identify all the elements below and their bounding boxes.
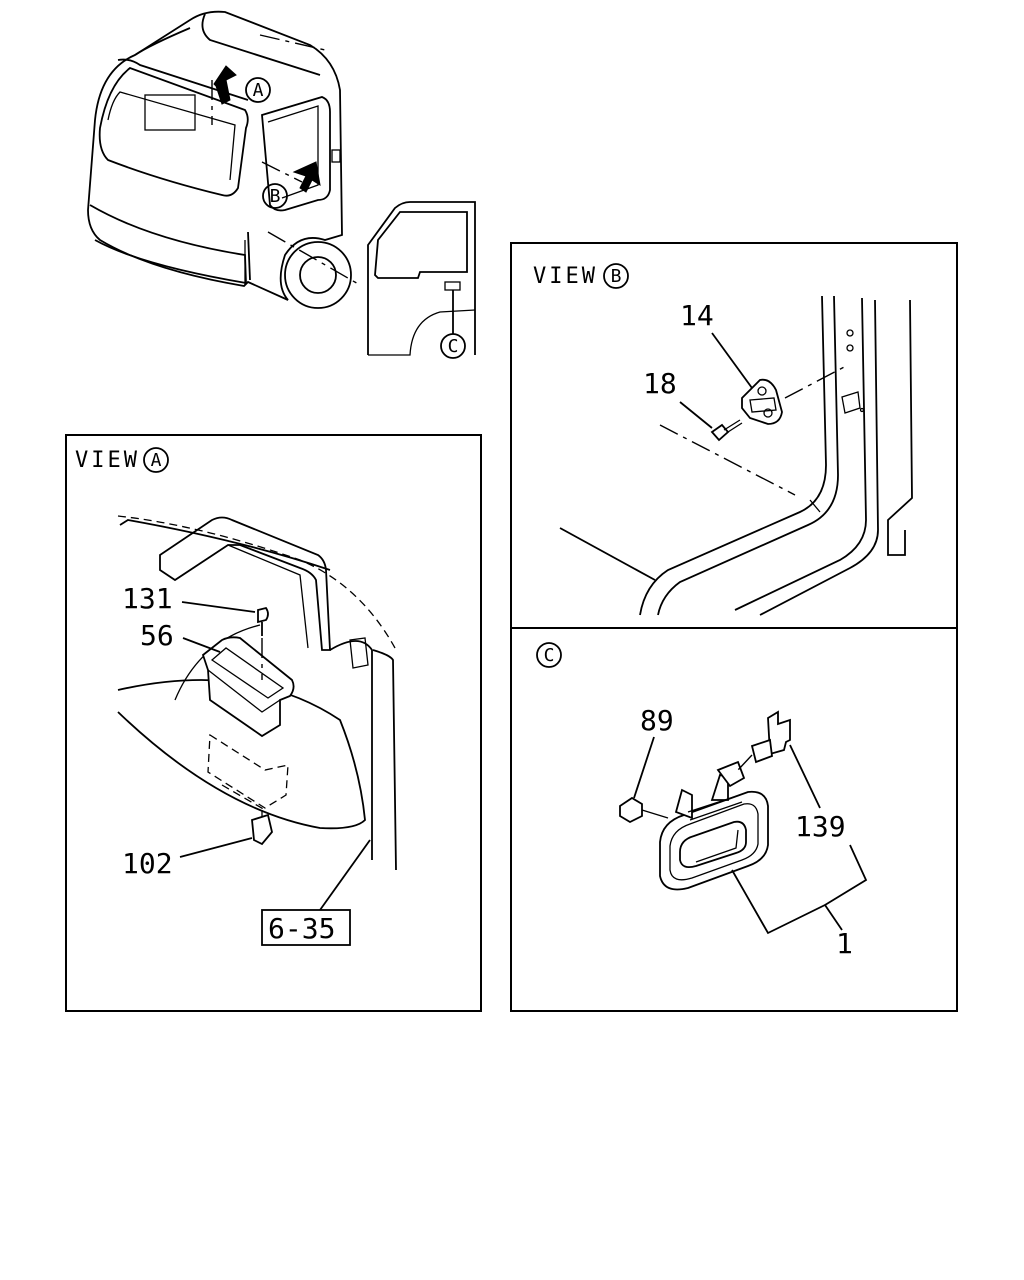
- callout-b-label: B: [270, 186, 281, 207]
- view-b-frame: [510, 242, 958, 629]
- view-c-marker: C: [544, 645, 555, 666]
- callout-a: A: [245, 77, 271, 103]
- view-b-marker: B: [611, 266, 622, 287]
- cab-overview: [87, 10, 361, 309]
- view-a-title: VIEW: [75, 448, 140, 473]
- part-label-1: 1: [836, 927, 853, 960]
- view-a-marker: A: [151, 450, 162, 471]
- view-a-frame: [65, 434, 482, 1012]
- callout-c: C: [440, 333, 466, 359]
- door-outline: [367, 201, 476, 356]
- part-label-56: 56: [140, 619, 174, 652]
- part-label-18: 18: [643, 367, 677, 400]
- view-c-panel: C 89 139 1: [510, 627, 958, 1012]
- reference-label: 6-35: [268, 912, 335, 945]
- view-b-title: VIEW: [533, 264, 598, 289]
- part-label-131: 131: [122, 582, 173, 615]
- callout-c-label: C: [448, 336, 459, 357]
- view-b-panel: VIEW B 14 18: [510, 242, 958, 629]
- part-label-14: 14: [680, 299, 714, 332]
- part-label-89: 89: [640, 704, 674, 737]
- part-label-102: 102: [122, 847, 173, 880]
- part-label-139: 139: [795, 810, 846, 843]
- view-c-frame: [510, 627, 958, 1012]
- view-a-panel: VIEW A 131 56 102: [65, 434, 482, 1012]
- reference-box: [261, 909, 351, 946]
- callout-b: B: [262, 183, 288, 209]
- callout-a-label: A: [253, 80, 264, 101]
